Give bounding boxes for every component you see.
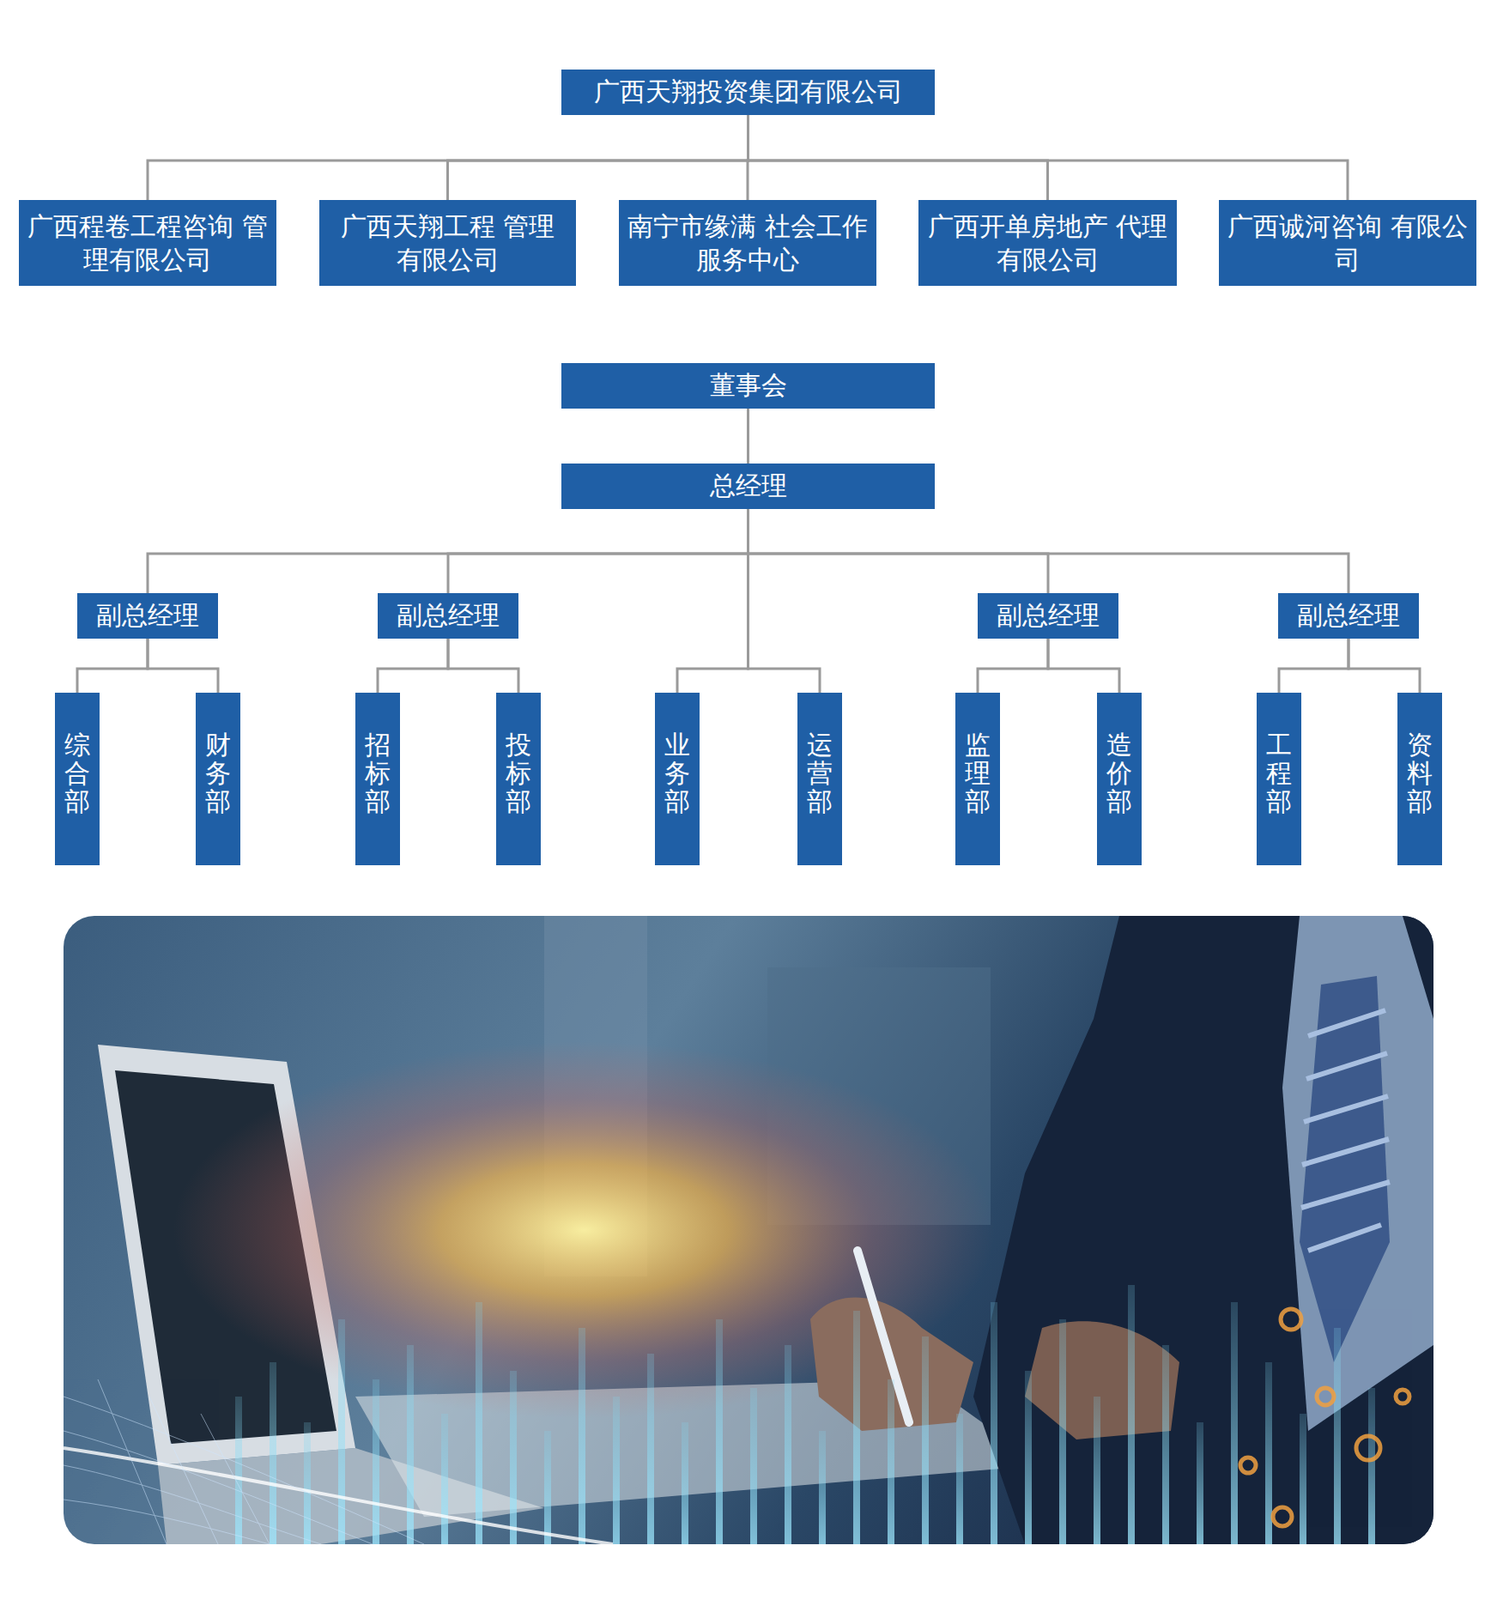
node-text: 副总经理 [996, 598, 1100, 634]
node-text: 广西天翔投资集团有限公司 [593, 74, 904, 110]
org-connector [748, 115, 1349, 201]
node-text: 财务部 [205, 730, 231, 816]
node-text: 工程部 [1266, 730, 1292, 816]
department-box: 运营部 [797, 692, 843, 866]
node-text: 投标部 [505, 730, 532, 816]
node-text: 监理部 [964, 730, 991, 816]
org-box: 广西诚河咨询 有限公司 [1218, 200, 1477, 286]
department-box: 资料部 [1397, 692, 1443, 866]
hand [1024, 1321, 1180, 1440]
department-box: 业务部 [654, 692, 700, 866]
node-text: 总经理 [709, 468, 788, 504]
node-text: 副总经理 [1296, 598, 1401, 634]
org-connector [748, 509, 1350, 594]
bokeh [1240, 1309, 1410, 1527]
org-connector [448, 115, 749, 201]
org-box: 副总经理 [977, 593, 1119, 639]
department-box: 监理部 [955, 692, 1001, 866]
org-connector [1348, 638, 1420, 693]
node-text: 广西开单房地产 代理有限公司 [918, 209, 1177, 277]
org-box: 总经理 [561, 463, 935, 510]
node-text: 运营部 [806, 730, 833, 816]
node-text: 招标部 [364, 730, 391, 816]
org-connector [1278, 638, 1349, 693]
department-box: 招标部 [355, 692, 401, 866]
org-box: 副总经理 [377, 593, 519, 639]
shirt [1282, 915, 1434, 1431]
org-connector [448, 638, 519, 693]
org-box: 副总经理 [1278, 593, 1419, 639]
node-text: 南宁市缘满 社会工作服务中心 [618, 209, 877, 277]
department-box: 造价部 [1096, 692, 1142, 866]
node-text: 董事会 [709, 368, 788, 404]
node-text: 广西天翔工程 管理有限公司 [319, 209, 576, 277]
org-box: 广西天翔工程 管理有限公司 [319, 200, 576, 286]
org-connector [448, 509, 749, 594]
department-box: 综合部 [54, 692, 100, 866]
tie [1299, 975, 1390, 1363]
org-box: 广西天翔投资集团有限公司 [561, 69, 935, 116]
department-box: 投标部 [496, 692, 541, 866]
org-connector [1048, 638, 1120, 693]
suit [973, 915, 1434, 1545]
org-connector [748, 509, 821, 693]
org-box: 董事会 [561, 363, 935, 409]
glow [63, 915, 1434, 1545]
bar-chart [235, 1284, 1376, 1545]
org-connector [147, 115, 749, 201]
node-text: 广西诚河咨询 有限公司 [1218, 209, 1477, 277]
node-text: 副总经理 [96, 598, 200, 634]
org-connector [746, 408, 750, 464]
department-box: 工程部 [1256, 692, 1302, 866]
org-connector [77, 638, 148, 693]
office-photo [63, 915, 1434, 1545]
org-connector [748, 509, 1049, 594]
org-connector [377, 638, 449, 693]
wire-mesh [63, 1379, 425, 1545]
org-connector [748, 115, 1049, 201]
node-text: 副总经理 [396, 598, 500, 634]
department-box: 财务部 [195, 692, 241, 866]
org-connector [147, 509, 749, 594]
org-connector [147, 638, 219, 693]
org-box: 广西程卷工程咨询 管理有限公司 [18, 200, 277, 286]
org-connector [977, 638, 1049, 693]
node-text: 业务部 [664, 730, 691, 816]
node-text: 综合部 [64, 730, 91, 816]
node-text: 造价部 [1106, 730, 1133, 816]
org-box: 南宁市缘满 社会工作服务中心 [618, 200, 877, 286]
tie-stripes [1301, 1010, 1390, 1251]
org-box: 广西开单房地产 代理有限公司 [918, 200, 1177, 286]
light-streak [63, 1448, 613, 1545]
org-connector [677, 509, 749, 693]
pen [857, 1250, 910, 1423]
node-text: 资料部 [1406, 730, 1433, 816]
photo-ground [63, 915, 1434, 1545]
node-text: 广西程卷工程咨询 管理有限公司 [18, 209, 277, 277]
org-box: 副总经理 [77, 593, 219, 639]
